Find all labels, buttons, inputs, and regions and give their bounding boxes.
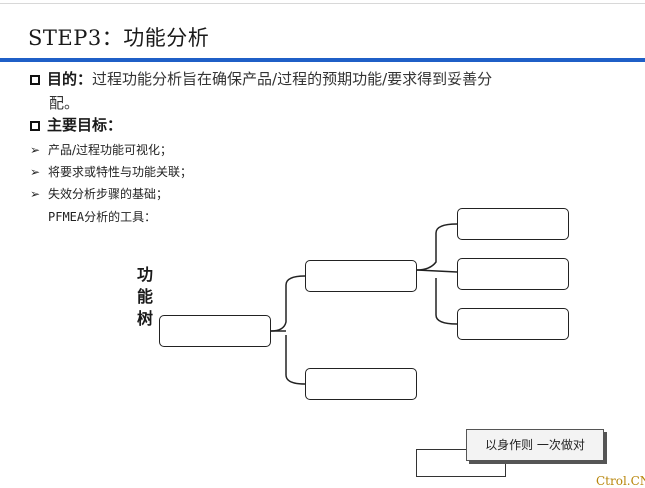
arrow-right-icon: ➢ — [30, 187, 41, 201]
goal-item: ➢ 将要求或特性与功能关联； — [30, 163, 192, 180]
tool-text: PFMEA分析的工具： — [48, 210, 157, 224]
goals-label: 主要目标： — [47, 116, 123, 134]
purpose-label: 目的： — [47, 70, 93, 88]
tree-node-root — [159, 315, 271, 347]
title-underline-bar — [0, 58, 645, 62]
goal-item: ➢ 产品/过程功能可视化； — [30, 141, 172, 158]
top-rule — [0, 3, 645, 4]
tree-node-level2 — [305, 260, 417, 292]
square-bullet-icon — [30, 121, 40, 131]
connector-mid-center — [416, 269, 458, 273]
arrow-right-icon: ➢ — [30, 165, 41, 179]
function-tree-label: 功能树 — [136, 265, 153, 328]
goal-text: 将要求或特性与功能关联； — [48, 165, 193, 179]
connector-mid-lower — [435, 278, 458, 325]
tree-node-level3 — [457, 308, 569, 340]
connector-mid — [416, 223, 458, 271]
purpose-continuation: 配。 — [49, 94, 80, 112]
square-bullet-icon — [30, 75, 40, 85]
arrow-right-icon: ➢ — [30, 143, 41, 157]
purpose-paragraph: 目的：过程功能分析旨在确保产品/过程的预期功能/要求得到妥善分 — [30, 70, 492, 89]
tree-node-level3 — [457, 258, 569, 290]
tree-node-level3 — [457, 208, 569, 240]
page-title: STEP3：功能分析 — [28, 26, 210, 50]
motto-stamp: 以身作则 一次做对 — [466, 429, 604, 461]
tree-node-level2 — [305, 368, 417, 400]
goal-text: 产品/过程功能可视化； — [48, 143, 173, 157]
brand-watermark: Ctrol.CN — [596, 474, 645, 488]
goal-item: ➢ 失效分析步骤的基础； — [30, 185, 168, 202]
purpose-text: 过程功能分析旨在确保产品/过程的预期功能/要求得到妥善分 — [92, 70, 493, 88]
goal-text: 失效分析步骤的基础； — [48, 187, 169, 201]
connector-root-lower — [285, 335, 306, 385]
connector-root — [270, 275, 306, 332]
goals-heading: 主要目标： — [30, 116, 122, 135]
